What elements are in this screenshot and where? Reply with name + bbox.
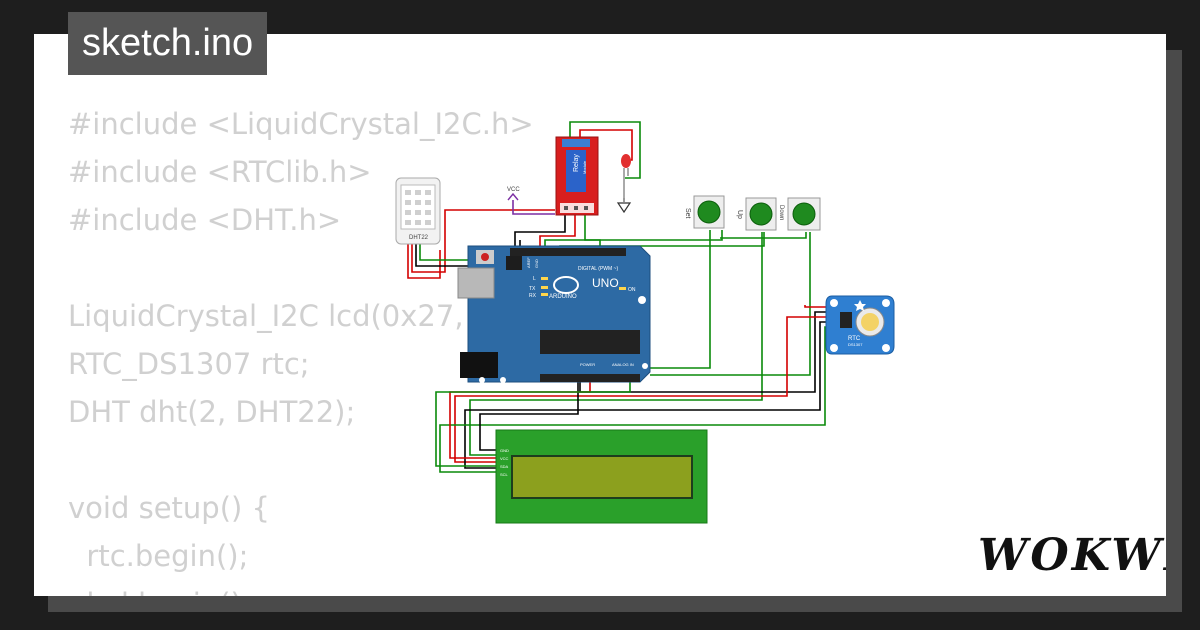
code-line: #include <DHT.h> [68,203,342,237]
analog-header-label: ANALOG IN [612,362,634,367]
wokwi-logo: WOKWI [978,530,1166,581]
code-line: #include <LiquidCrystal_I2C.h> [68,107,534,141]
dht22-sensor: DHT22 [395,177,441,245]
button-set-label: Set [684,208,691,219]
button-up-label: Up [736,210,743,219]
ground-symbol [616,198,632,214]
code-line: RTC_DS1307 rtc; [68,347,310,381]
relay-sub-label: Module [582,160,587,174]
code-preview: #include <LiquidCrystal_I2C.h> #include <… [68,100,534,596]
lcd-pin-label: GND [500,448,509,453]
lcd-display: GND VCC SDA SCL [495,429,708,524]
l-led-label: L [533,276,536,282]
code-line: LiquidCrystal_I2C lcd(0x27, [68,299,464,333]
arduino-uno: ARDUINO UNO DIGITAL (PWM ~) POWER ANALOG… [457,245,651,383]
arduino-model-label: UNO [592,276,619,290]
relay-module: Relay Module [555,136,599,216]
button-down-label: Down [778,205,784,220]
button-down: Down [778,197,821,231]
code-line: void setup() { [68,491,270,525]
gnd-label: GND [534,259,539,268]
code-line: #include <RTClib.h> [68,155,372,189]
vcc-label: VCC [507,187,520,193]
preview-card: #include <LiquidCrystal_I2C.h> #include <… [34,34,1166,596]
rx-led-label: RX [529,293,537,299]
button-set: Set [684,195,725,229]
code-line: rtc.begin(); [68,539,249,573]
lcd-pin-label: VCC [500,456,509,461]
digital-header-label: DIGITAL (PWM ~) [578,266,618,272]
lcd-pin-label: SDA [500,464,509,469]
tx-led-label: TX [529,286,536,292]
on-led-label: ON [628,287,636,293]
rtc-label: RTC [848,336,861,342]
wokwi-logo-text: WOKWI [978,530,1166,581]
dht22-label: DHT22 [409,235,429,241]
vcc-symbol: VCC [507,187,520,201]
code-line: lcd.begin(); [68,580,534,596]
aref-label: AREF [526,257,531,268]
circuit-diagram: DHT22 VCC Relay Module [395,121,895,524]
arduino-brand-label: ARDUINO [549,294,577,300]
relay-label: Relay [573,154,580,172]
power-header-label: POWER [580,362,595,367]
button-up: Up [736,197,777,231]
rtc-chip-label: DS1307 [848,342,863,347]
code-line: DHT dht(2, DHT22); [68,395,356,429]
file-title: sketch.ino [68,12,268,75]
rtc-module: RTC DS1307 [825,295,895,355]
lcd-pin-label: SCL [500,472,509,477]
led [621,154,631,198]
